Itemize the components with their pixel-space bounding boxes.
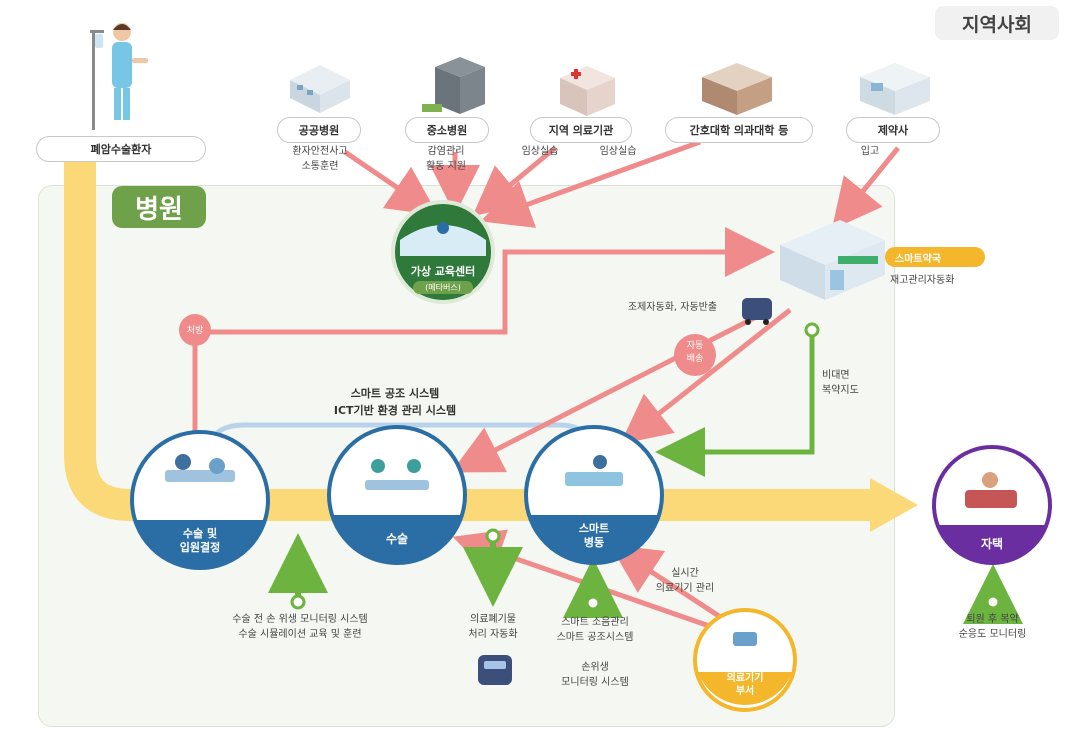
hospital-label: 병원 [112,186,206,228]
surgery-table-illustration [365,480,429,490]
surgery-doctor-a-illustration [371,459,385,473]
dispense-note: 조제자동화, 자동반출 [627,302,718,313]
stage-ward-label: 스마트 병동 [578,522,610,549]
device-dept-label: 의료기기 부서 [726,673,764,697]
org-public-hospital-label: 공공병원 [277,117,361,143]
waste-node [485,528,501,544]
patient-label: 폐암수술환자 [36,136,206,162]
virtual-center-figure [437,222,449,234]
home-sofa-illustration [965,490,1017,508]
arrow-pharma-to-pharmacy [831,146,900,230]
arrow-colleges-to-center [480,139,701,228]
waste-note: 의료폐기물 처리 자동화 [468,614,518,640]
arrow-pharmacy-to-ward [620,308,792,445]
org-nursing-colleges-note: 임상실습 [599,146,637,157]
delivery-robot [742,298,772,320]
nursing-college-building [697,55,777,117]
delivery-robot-wheel-left [745,319,751,325]
preop-desk-illustration [165,470,235,482]
home-node [985,594,1001,610]
stage-preop-band [135,520,265,569]
nonface-node [804,322,820,338]
patient-illustration [90,18,150,133]
preop-person-a-illustration [175,454,191,470]
hand-hygiene-note: 손위생 모니터링 시스템 [561,662,629,688]
home-band [937,525,1047,565]
realtime-device-note: 실시간 의료기기 관리 [655,568,715,594]
virtual-center-sub: (메타버스) [413,281,473,294]
regional-medical-building [555,58,620,118]
patient-flow-path [64,150,880,521]
org-nursing-colleges-label: 간호대학 의과대학 등 [665,117,813,143]
public-hospital-building [285,55,355,115]
preop-note: 수술 전 손 위생 모니터링 시스템 수술 시뮬레이션 교육 및 훈련 [232,614,368,640]
nonface-note: 비대면 복약지도 [822,370,859,396]
arrow-device-to-ward [609,544,730,625]
preop-node [290,594,306,610]
sme-hospital-building [420,52,490,117]
home-label: 자택 [980,537,1004,551]
device-dept-band [698,672,792,705]
ward-patient-illustration [593,455,607,469]
org-regional-medical-label: 지역 의료기관 [530,117,632,143]
auto-delivery-tag: 자동 배송 [686,341,704,364]
ward-bed-illustration [565,472,623,486]
stage-ward-band [529,515,659,564]
org-pharmaceutical-label: 제약사 [846,117,940,143]
smart-pharmacy-tag: 스마트약국 [885,247,985,267]
ward-node [585,595,601,611]
region-label: 지역사회 [935,6,1059,40]
auto-delivery-badge [674,334,716,376]
waste-robot-window [484,661,506,669]
nonface-path [655,330,815,477]
smart-ward-notes: 스마트 소음관리 스마트 공조시스템 [556,617,634,643]
org-public-hospital-note: 환자안전사고 소통훈련 [292,146,348,172]
stage-surgery-band [332,515,462,564]
smart-system-caption: 스마트 공조 시스템 ICT기반 환경 관리 시스템 [333,387,457,417]
waste-robot [478,655,512,685]
virtual-center-scene [400,225,486,256]
surgery-doctor-b-illustration [407,459,421,473]
stage-preop-label: 수술 및 입원결정 [179,527,221,554]
delivery-robot-wheel-right [763,319,769,325]
smart-pharmacy-building [780,220,885,300]
patient-flow-arrowhead [870,478,918,532]
org-sme-hospital-note: 감염관리 활동 지원 [426,146,466,172]
prescription-badge [179,314,211,346]
arrow-public-to-center [343,149,439,216]
home-note: 퇴원 후 복약 순응도 모니터링 [958,614,1027,640]
prescription-tag: 처방 [186,326,204,336]
org-sme-hospital-label: 중소병원 [405,117,489,143]
stage-surgery-label: 수술 [385,532,409,546]
org-regional-medical-note: 임상실습 [521,146,559,157]
home-person-illustration [982,472,998,488]
prescription-path [192,227,775,460]
preop-person-b-illustration [209,458,225,474]
org-pharmaceutical-note: 입고 [860,146,880,157]
virtual-center-title: 가상 교육센터 [410,265,476,278]
pharmacy-note: 재고관리자동화 [890,275,955,286]
pharmaceutical-building [855,55,935,117]
device-dept-icon [733,632,757,646]
